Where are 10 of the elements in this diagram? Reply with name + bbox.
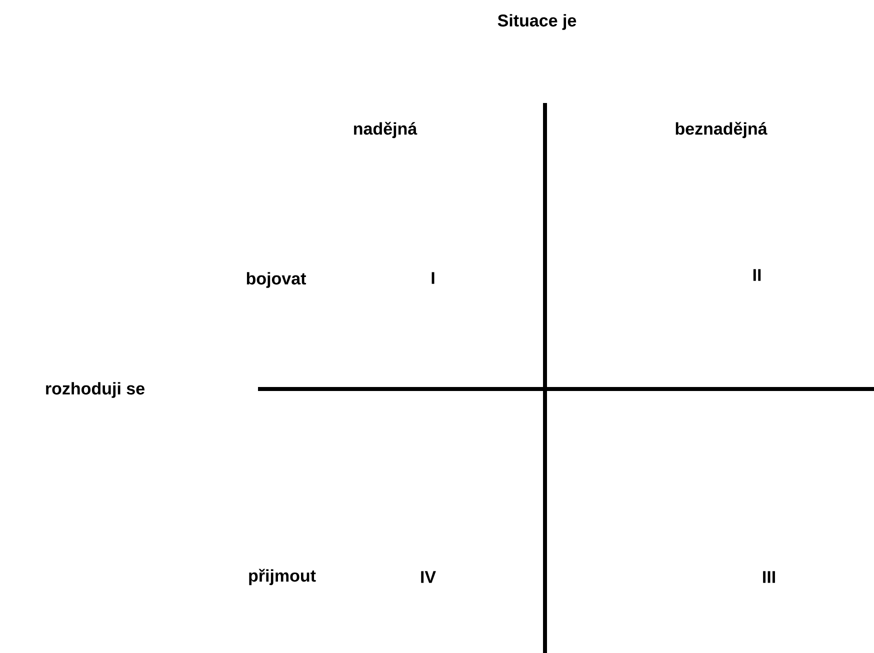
quadrant-number: II: [753, 269, 761, 281]
row-heading: bojovat: [246, 272, 306, 288]
quadrant-number: IV: [421, 571, 436, 583]
quadrant-number: I: [432, 272, 434, 284]
axis-label: rozhoduji se: [46, 382, 144, 398]
column-heading: nadějná: [354, 122, 418, 138]
title: Situace je: [498, 14, 576, 30]
quadrant-number: III: [763, 571, 775, 583]
column-heading: beznadějná: [676, 122, 768, 138]
row-heading: přijmout: [249, 568, 316, 586]
